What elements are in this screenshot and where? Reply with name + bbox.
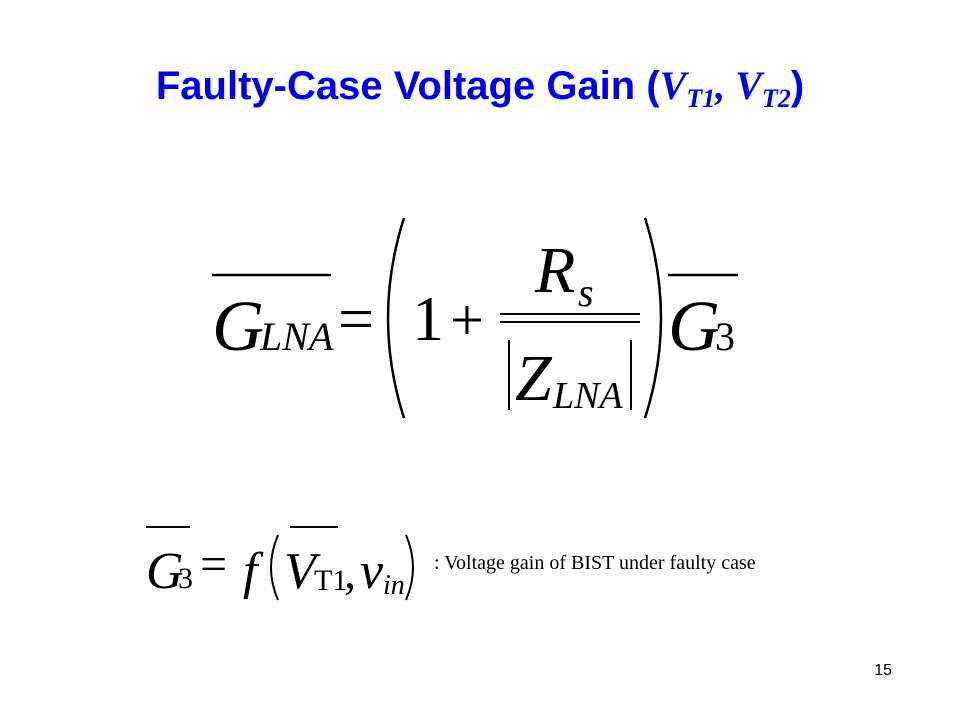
title-text: Faulty-Case Voltage Gain ( [155,64,660,108]
title-sub-t1: T1 [686,84,716,113]
factor-subscript: 3 [715,314,735,359]
def-open-paren [270,534,279,601]
slide-title: Faulty-Case Voltage Gain (VT1, VT2) [0,62,960,113]
def-close-paren [405,534,414,601]
def-lhs-subscript: 3 [178,562,193,595]
numerator-subscript: s [578,270,594,315]
title-sub-t2: T2 [761,84,791,113]
definition-description: : Voltage gain of BIST under faulty case [434,552,756,574]
lhs-symbol: G [212,286,264,366]
def-equals: = [200,538,227,591]
plus-sign: + [450,287,484,353]
def-arg1-subscript: T1 [314,564,347,597]
denominator-symbol: Z [515,342,553,415]
def-arg1-symbol: V [284,543,321,600]
page-number: 15 [874,662,892,679]
title-close-paren: ) [790,64,805,108]
one-constant: 1 [412,283,444,354]
right-paren [643,217,663,419]
denominator-subscript: LNA [552,375,623,417]
lhs-subscript: LNA [259,314,334,359]
title-var-vt1: V [659,63,687,108]
numerator-symbol: R [534,234,575,307]
def-comma: , [344,546,356,599]
title-separator: , [715,63,736,108]
def-arg2-subscript: in [383,570,405,601]
def-lhs-symbol: G [146,543,184,600]
title-var-vt2: V [735,63,762,108]
def-arg2-symbol: v [360,543,384,600]
factor-symbol: G [668,286,720,366]
left-paren [386,217,406,419]
def-function: f [243,543,264,600]
equals-sign: = [338,283,374,354]
